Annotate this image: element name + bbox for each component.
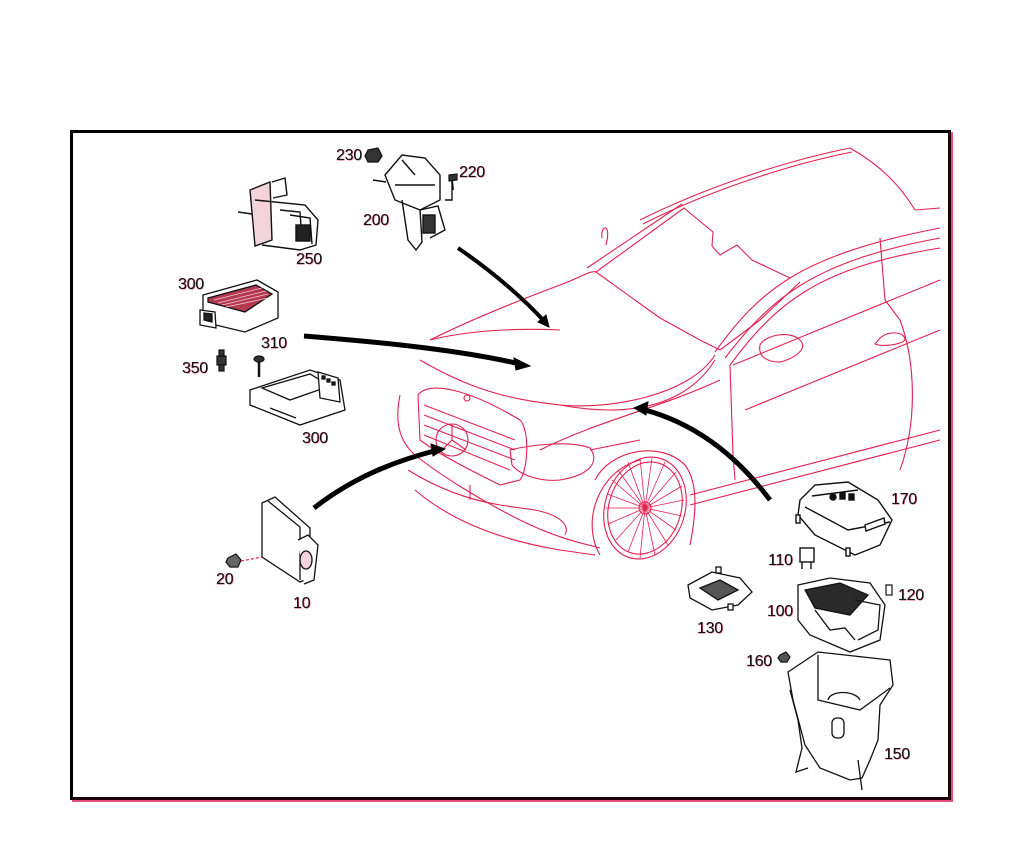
callout-20: 20 xyxy=(216,571,234,588)
callout-250: 250 xyxy=(296,251,322,268)
diagram-frame xyxy=(70,130,951,800)
part-20-nut xyxy=(225,553,263,568)
part-120-fuse xyxy=(885,584,893,596)
part-300-ecu-lower xyxy=(249,369,346,426)
part-200-bracket xyxy=(372,154,453,252)
part-170-fuse-box-cover xyxy=(795,481,893,557)
callout-10: 10 xyxy=(293,595,311,612)
callout-310: 310 xyxy=(261,335,287,352)
callout-230: 230 xyxy=(336,147,362,164)
part-100-fuse-relay-box xyxy=(797,577,886,653)
callout-170: 170 xyxy=(891,491,917,508)
callout-220: 220 xyxy=(459,164,485,181)
part-220-screw xyxy=(448,173,458,191)
part-10-control-module xyxy=(261,496,319,585)
callout-100: 100 xyxy=(767,603,793,620)
part-130-bracket xyxy=(687,566,753,611)
part-250-holder xyxy=(237,177,319,251)
part-350-sensor xyxy=(216,349,227,372)
vehicle-outline xyxy=(397,147,941,560)
callout-110: 110 xyxy=(768,552,793,569)
pointer-arrows xyxy=(303,246,772,510)
callout-200: 200 xyxy=(363,212,389,229)
callout-120: 120 xyxy=(898,587,924,604)
part-310-screw xyxy=(253,355,265,377)
callout-300-lower: 300 xyxy=(302,430,328,447)
callout-130: 130 xyxy=(697,620,723,637)
part-230-nut xyxy=(364,147,383,163)
part-110-relay xyxy=(799,547,815,569)
part-150-housing xyxy=(787,651,894,791)
part-300-ecu-upper xyxy=(199,279,279,333)
part-160-nut xyxy=(777,651,791,663)
callout-160: 160 xyxy=(746,653,772,670)
callout-300-upper: 300 xyxy=(178,276,204,293)
callout-350: 350 xyxy=(182,360,208,377)
callout-150: 150 xyxy=(884,746,910,763)
